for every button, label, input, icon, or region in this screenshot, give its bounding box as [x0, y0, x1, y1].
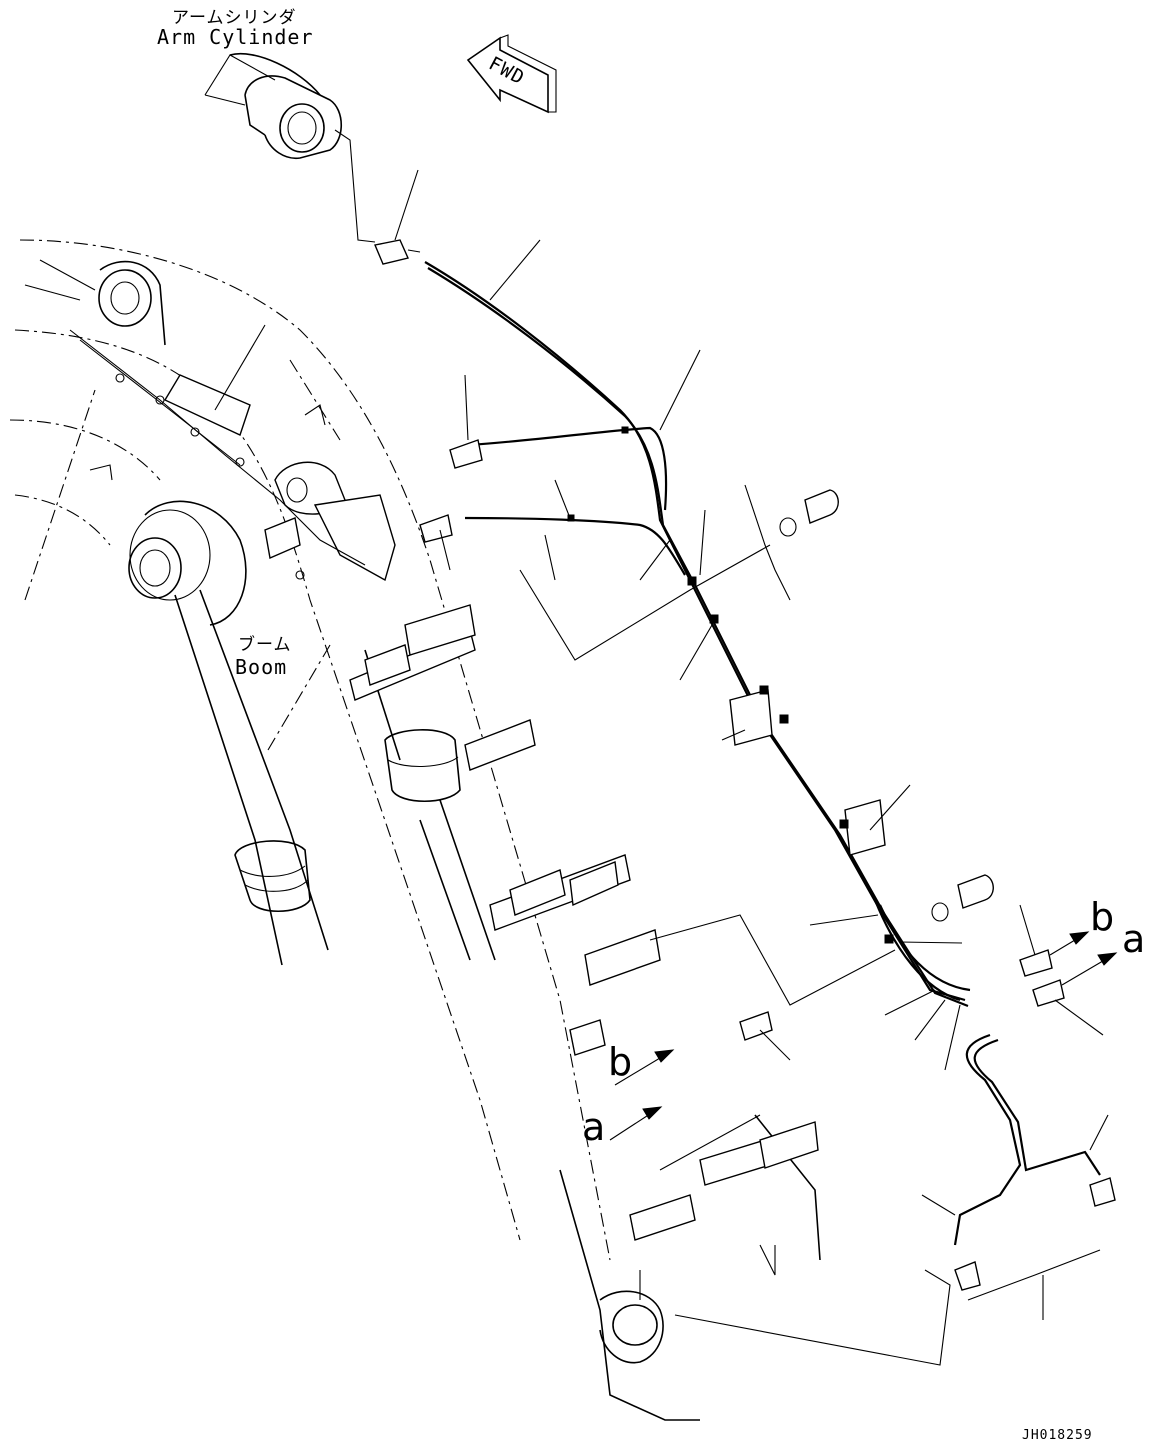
boom-structure — [9, 239, 821, 1421]
label-b-right: b — [1090, 895, 1115, 939]
fwd-arrow — [466, 34, 557, 114]
arm-cylinder-label-en: Arm Cylinder — [157, 25, 314, 49]
clamp-brackets — [264, 517, 951, 1366]
drawing-code: JH018259 — [1022, 1428, 1093, 1443]
label-a-left: a — [582, 1105, 606, 1149]
label-a-right: a — [1122, 917, 1146, 961]
label-b-left: b — [608, 1040, 633, 1084]
boom-label-en: Boom — [235, 655, 288, 679]
direction-arrows — [609, 931, 1118, 1141]
hose-bundle — [374, 239, 1116, 1291]
valve-block — [69, 329, 396, 582]
arm-cylinder — [204, 52, 376, 243]
leader-lines — [214, 169, 1109, 1320]
arm-cylinder-label-jp: アームシリンダ — [172, 8, 297, 28]
boom-label-jp: ブーム — [238, 635, 292, 655]
